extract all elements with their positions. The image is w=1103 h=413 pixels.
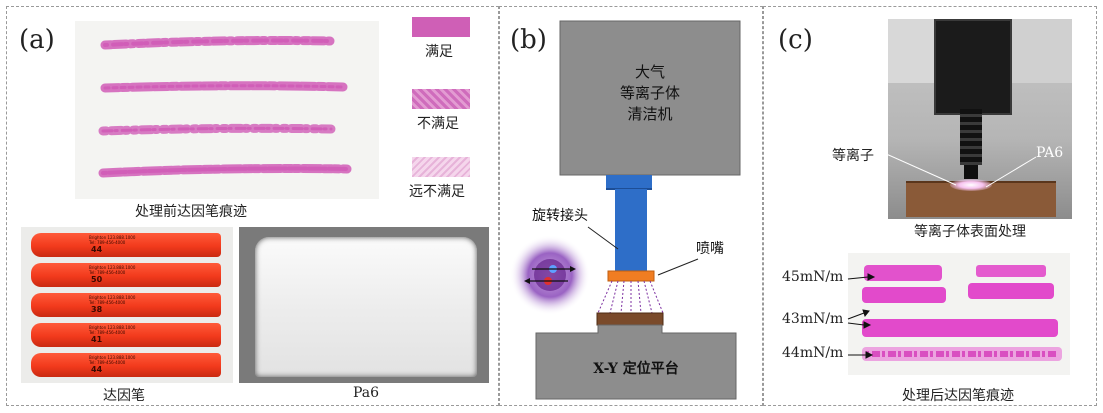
after-treatment-strokes — [862, 265, 1062, 361]
sample-piece — [596, 312, 664, 326]
rotary-joint — [606, 175, 652, 189]
pa6-photo — [239, 227, 489, 383]
level-43-label: 43mN/m — [782, 311, 844, 327]
swatch-satisfied-label: 满足 — [425, 44, 453, 60]
swatch-not-satisfied-label: 不满足 — [417, 116, 459, 132]
panel-c-label: (c) — [778, 25, 813, 55]
machine-label-line-2: 等离子体 — [620, 84, 680, 102]
plasma-treatment-caption: 等离子体表面处理 — [914, 224, 1026, 240]
dyne-pen-value: 44 — [91, 245, 103, 254]
machine-label-line-1: 大气 — [635, 63, 665, 81]
nozzle — [607, 270, 655, 282]
plasma-head — [934, 19, 1012, 115]
after-treatment-caption: 处理后达因笔痕迹 — [902, 388, 1014, 404]
rotary-joint-label: 旋转接头 — [532, 207, 588, 224]
panel-b-label: (b) — [510, 25, 547, 55]
level-44-label: 44mN/m — [782, 345, 844, 361]
dyne-pens-caption: 达因笔 — [103, 388, 145, 404]
dyne-pen-value: 50 — [91, 275, 103, 284]
panel-a-label: (a) — [19, 25, 55, 55]
plasma-jets — [597, 280, 664, 314]
shaft — [615, 189, 647, 271]
pa6-label: PA6 — [1036, 145, 1064, 161]
swatch-satisfied — [412, 17, 470, 37]
plasma-treatment-photo — [888, 19, 1072, 219]
machine-label-line-3: 清洁机 — [627, 105, 672, 123]
platform-label: X-Y 定位平台 — [593, 360, 679, 377]
swatch-far-not-satisfied-label: 远不满足 — [409, 184, 465, 200]
dyne-pen-strokes — [98, 36, 352, 178]
dyne-pen-value: 44 — [91, 365, 103, 374]
pa6-sample — [255, 237, 477, 377]
after-treatment-photo — [848, 253, 1070, 375]
plasma-glow — [950, 179, 992, 191]
before-treatment-caption: 处理前达因笔痕迹 — [135, 204, 247, 220]
swatch-not-satisfied — [412, 89, 470, 109]
nozzle-label: 喷嘴 — [696, 241, 724, 257]
plasma-cleaner-diagram: 大气 等离子体 清洁机 X-Y 定位平台 旋转接头 喷嘴 — [510, 20, 741, 400]
dyne-pen-value: 41 — [91, 335, 103, 344]
plasma-label: 等离子 — [832, 148, 874, 164]
dyne-pen-value: 38 — [91, 305, 103, 314]
swatch-far-not-satisfied — [412, 157, 470, 177]
panel-a: (a) 处理前达因笔痕迹 满足 不满足 远不满足 Brighton 123.88… — [6, 6, 499, 406]
panel-b: 大气 等离子体 清洁机 X-Y 定位平台 旋转接头 喷嘴 — [499, 6, 763, 406]
panel-c: (c) 等离子 PA6 等离子体表面处理 45mN/m 43mN/m 44mN/… — [763, 6, 1097, 406]
xy-platform — [535, 324, 737, 400]
plasma-nozzle-tube — [960, 109, 982, 165]
plasma-machine-body — [559, 20, 741, 176]
pa6-caption: Pa6 — [353, 385, 380, 401]
level-45-label: 45mN/m — [782, 269, 844, 285]
before-treatment-photo — [75, 21, 379, 199]
